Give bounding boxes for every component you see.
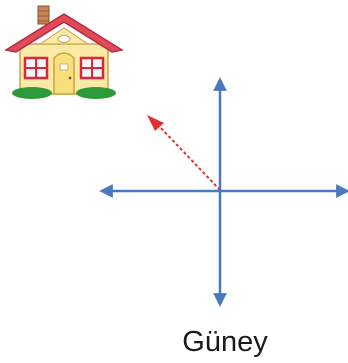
- house-icon: [3, 5, 125, 99]
- northwest-arrow: [147, 115, 221, 191]
- compass-axes: [99, 77, 348, 307]
- south-label: Güney: [182, 326, 268, 358]
